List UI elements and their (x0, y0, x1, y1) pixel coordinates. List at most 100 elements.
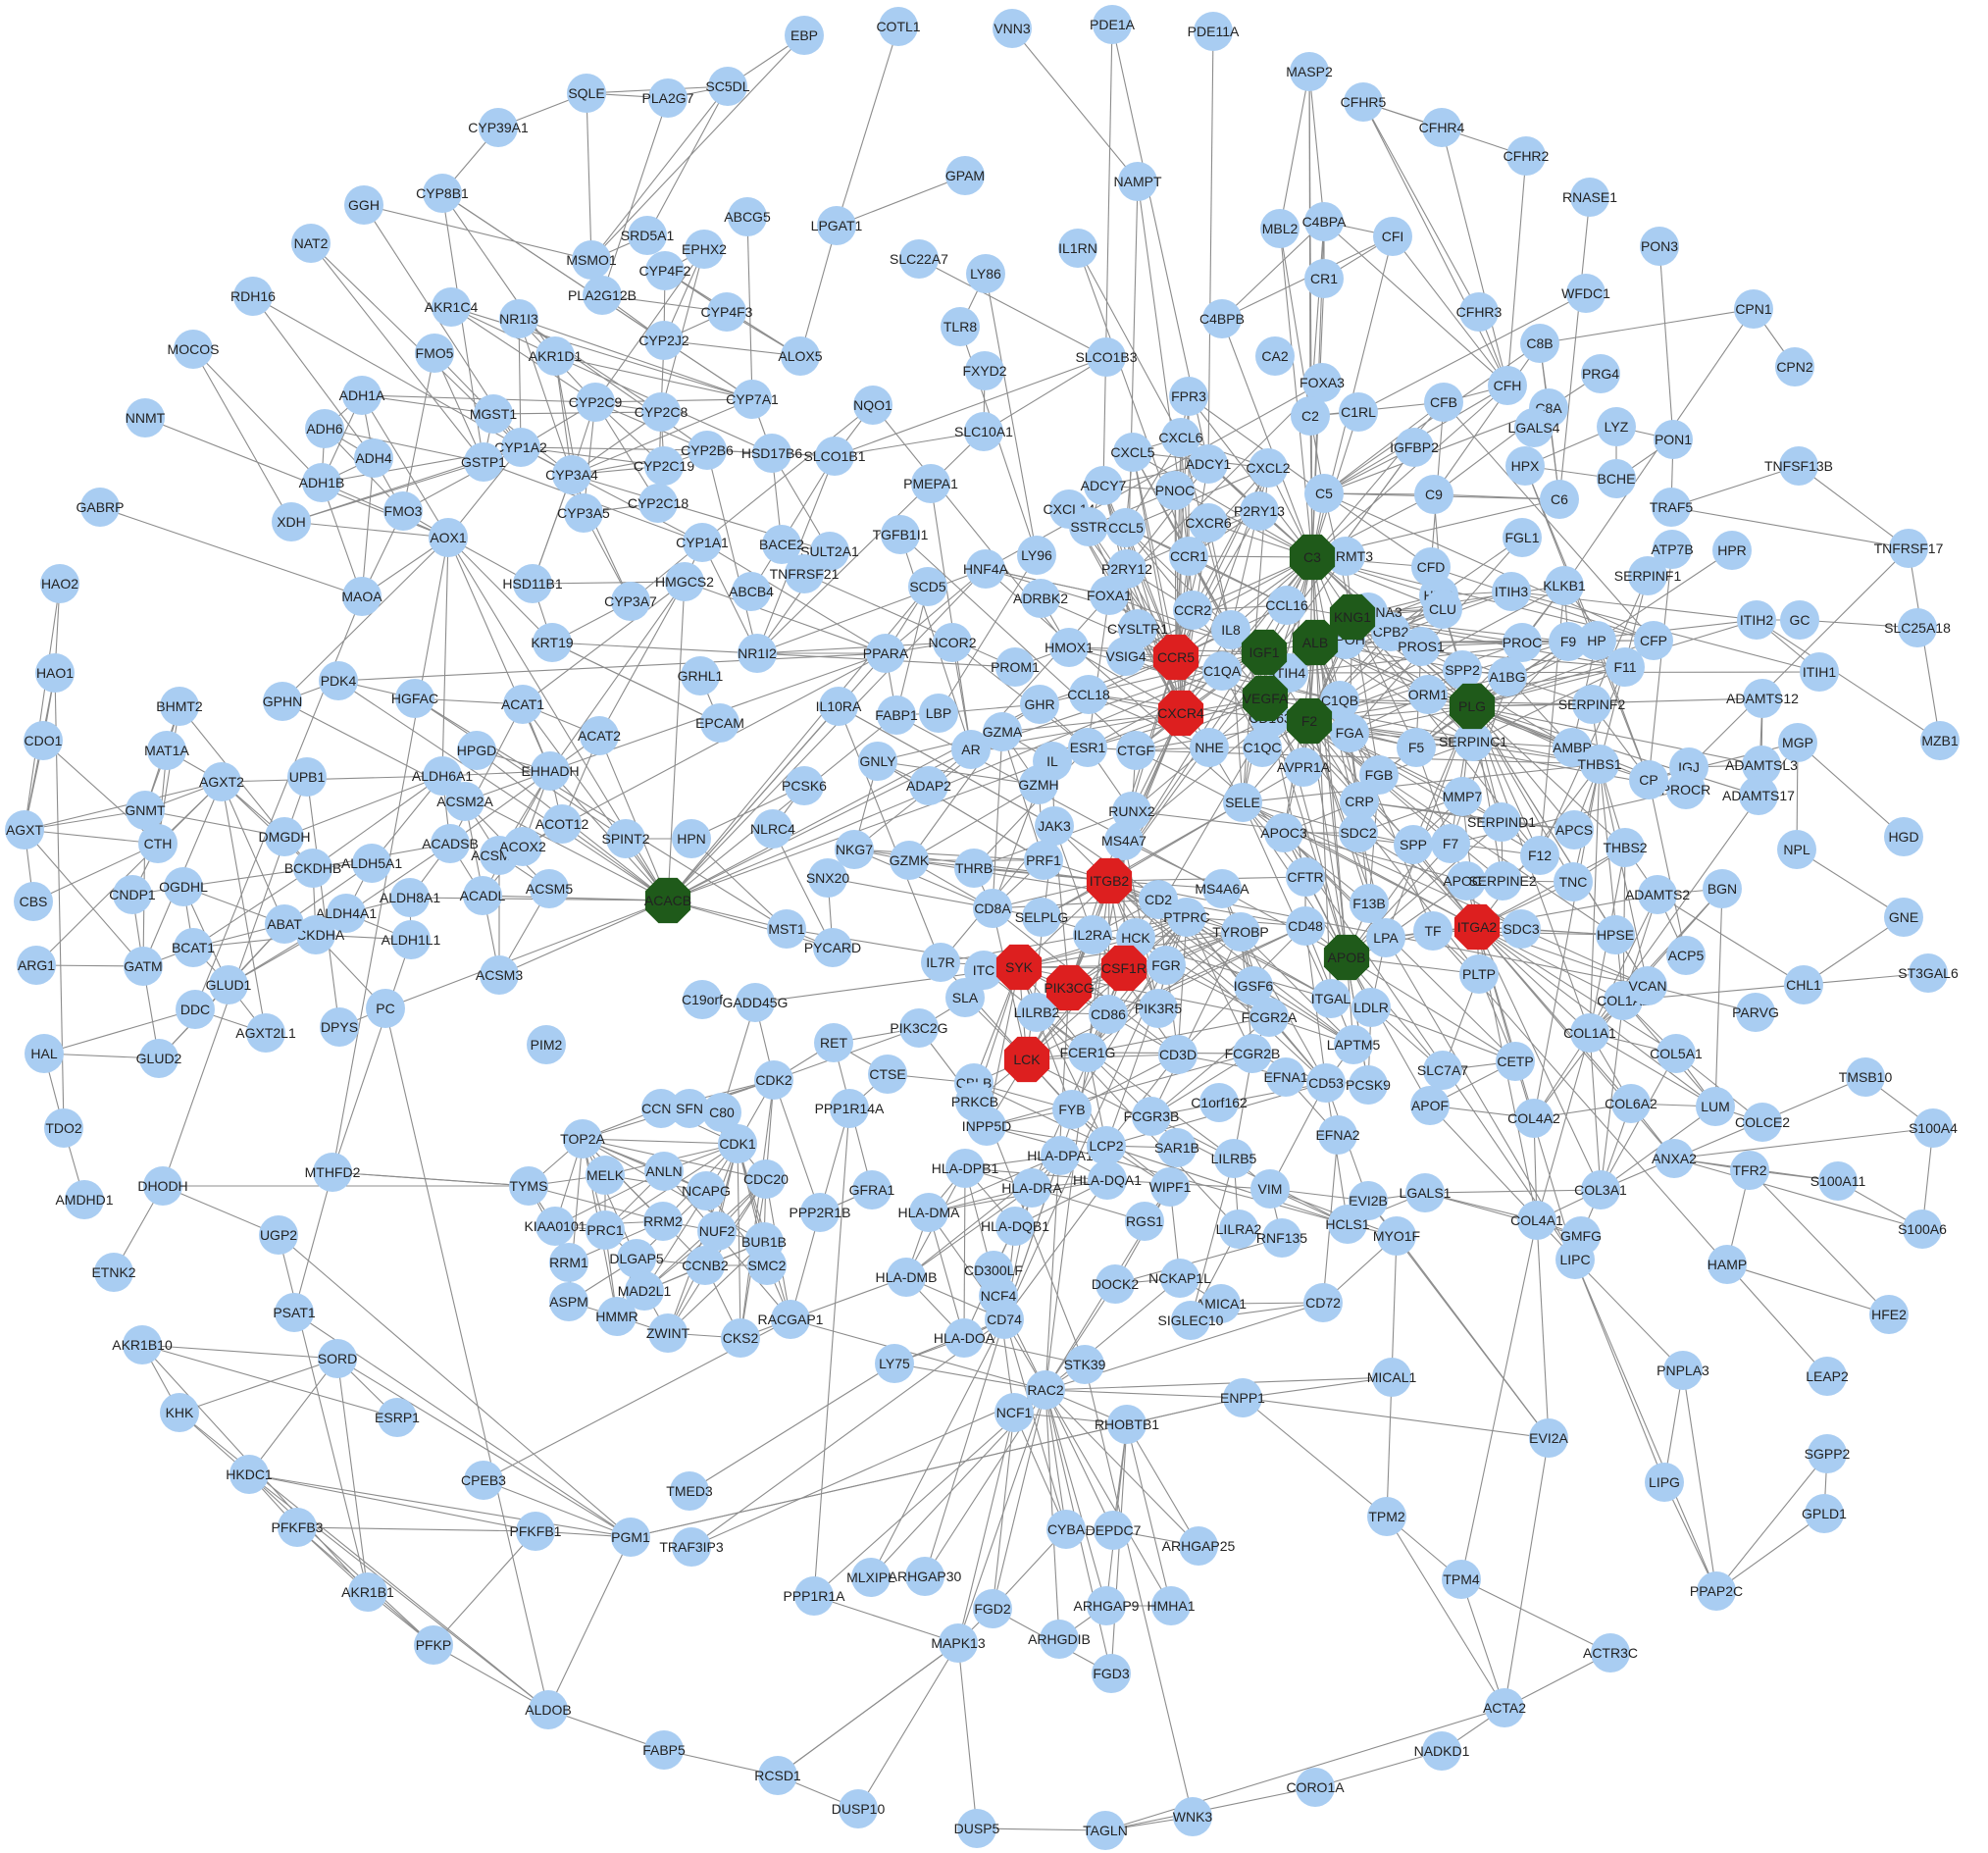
edge-MBL2-MASP2 (1279, 71, 1310, 230)
node-SRD5A1: SRD5A1 (621, 216, 674, 255)
node-circle (1132, 1097, 1171, 1136)
node-LDLR: LDLR (1351, 988, 1391, 1027)
node-label: IL1RN (1058, 240, 1097, 256)
node-circle (275, 1293, 314, 1332)
node-circle (1443, 650, 1482, 690)
node-circle (202, 762, 241, 801)
edge-CDK2-PPP2R1B (773, 1079, 821, 1213)
node-label: ITGB2 (1090, 873, 1130, 889)
node-label: CCR5 (1157, 649, 1195, 665)
node-circle (5, 810, 44, 849)
node-circle (1350, 884, 1389, 923)
node-COLCE2: COLCE2 (1735, 1103, 1790, 1142)
node-ADH6: ADH6 (305, 409, 344, 448)
node-KHK: KHK (160, 1393, 199, 1432)
edge-C3-CXCL5 (1132, 451, 1313, 558)
node-SLCO1B3: SLCO1B3 (1075, 337, 1138, 377)
node-C9: C9 (1414, 475, 1453, 514)
node-circle (967, 1107, 1006, 1146)
node-label: AKR1C4 (425, 299, 479, 315)
node-SNX20: SNX20 (806, 858, 849, 898)
node-COL4A1: COL4A1 (1510, 1201, 1563, 1240)
node-HKDC1: HKDC1 (226, 1455, 273, 1494)
node-circle (1502, 909, 1541, 949)
edge-RDH16-ADH4 (252, 295, 375, 459)
edge-F2-PROCR (1308, 720, 1687, 791)
node-circle (1903, 1210, 1942, 1249)
node-CBS: CBS (14, 882, 53, 921)
node-label: PFKP (416, 1637, 452, 1653)
edge-THBS1-COL1A1 (1589, 763, 1601, 1034)
node-label: NCKAP1L (1148, 1270, 1211, 1286)
node-label: DEPDC7 (1086, 1522, 1142, 1538)
edge-ALDH1L1-MTHFD2 (331, 939, 412, 1173)
node-label: KHK (166, 1405, 194, 1420)
node-label: ALB (1302, 635, 1328, 650)
node-label: TNFRSF21 (770, 566, 840, 582)
node-circle (1286, 906, 1325, 946)
node-SC5DL: SC5DL (705, 67, 750, 106)
node-BCAT1: BCAT1 (172, 928, 215, 967)
hub-node-red (1045, 964, 1093, 1011)
node-circle (390, 878, 430, 917)
node-UGP2: UGP2 (259, 1215, 298, 1255)
edge-COL1A1-LUM (1589, 1032, 1716, 1107)
node-CFHR5: CFHR5 (1341, 82, 1387, 122)
node-circle (1405, 1173, 1445, 1212)
node-TGFB1I1: TGFB1I1 (873, 515, 929, 554)
node-circle (670, 1471, 709, 1511)
node-circle (1482, 802, 1521, 842)
node-label: NADKD1 (1414, 1743, 1470, 1759)
node-label: ST3GAL6 (1898, 965, 1959, 981)
node-circle (160, 687, 199, 726)
node-ACOT12: ACOT12 (535, 804, 588, 844)
node-circle (1344, 82, 1383, 122)
edge-LIPC-APOF (1429, 1105, 1576, 1261)
node-TRAF5: TRAF5 (1650, 488, 1693, 527)
hub-node-red (995, 944, 1043, 991)
node-label: F11 (1613, 659, 1636, 675)
node-circle (1155, 471, 1195, 510)
node-label: CYP3A7 (604, 593, 657, 609)
edge-TFR2-HFE2 (1749, 1169, 1890, 1315)
node-label: AGXT (6, 822, 44, 838)
edge-CYP2C9-CYP2C18 (594, 401, 659, 504)
node-CCR2: CCR2 (1173, 591, 1212, 630)
node-label: ACSM2A (436, 794, 493, 809)
node-circle (126, 791, 165, 830)
node-circle (40, 564, 79, 603)
node-circle (567, 74, 606, 113)
edge-IL7R-IL10RA (838, 705, 942, 963)
node-ACADL: ACADL (460, 876, 506, 915)
node-label: SPP2 (1445, 662, 1480, 678)
node-circle (879, 7, 918, 46)
node-CFHR2: CFHR2 (1504, 136, 1550, 176)
node-label: SAR1B (1154, 1140, 1199, 1156)
node-circle (147, 731, 186, 770)
node-circle (1549, 622, 1588, 661)
edge-PLG-ADAMTS12 (1471, 697, 1763, 707)
node-CD3D: CD3D (1158, 1035, 1198, 1074)
node-GZMK: GZMK (890, 841, 930, 880)
node-circle (1591, 1633, 1630, 1673)
node-GADD45G: GADD45G (723, 983, 788, 1022)
edge-DPYS-UPB1 (306, 776, 340, 1028)
node-circle (881, 515, 920, 554)
node-label: GFRA1 (849, 1182, 895, 1198)
node-circle (291, 224, 331, 263)
node-circle (1913, 1108, 1953, 1148)
node-label: CYP2C18 (628, 495, 688, 511)
edge-SORD-PGM1 (336, 1358, 632, 1538)
node-label: HNF4A (963, 561, 1009, 577)
node-label: KNG1 (1334, 609, 1371, 625)
node-circle (966, 549, 1005, 589)
node-GPAM: GPAM (945, 156, 985, 195)
node-circle (474, 394, 513, 434)
node-label: ACP5 (1668, 948, 1705, 963)
node-label: ANXA2 (1652, 1151, 1697, 1166)
node-circle (1581, 354, 1620, 393)
node-label: MTHFD2 (305, 1164, 361, 1180)
edge-MSMO1-EBP (590, 34, 805, 261)
node-ITIH1: ITIH1 (1800, 652, 1839, 692)
